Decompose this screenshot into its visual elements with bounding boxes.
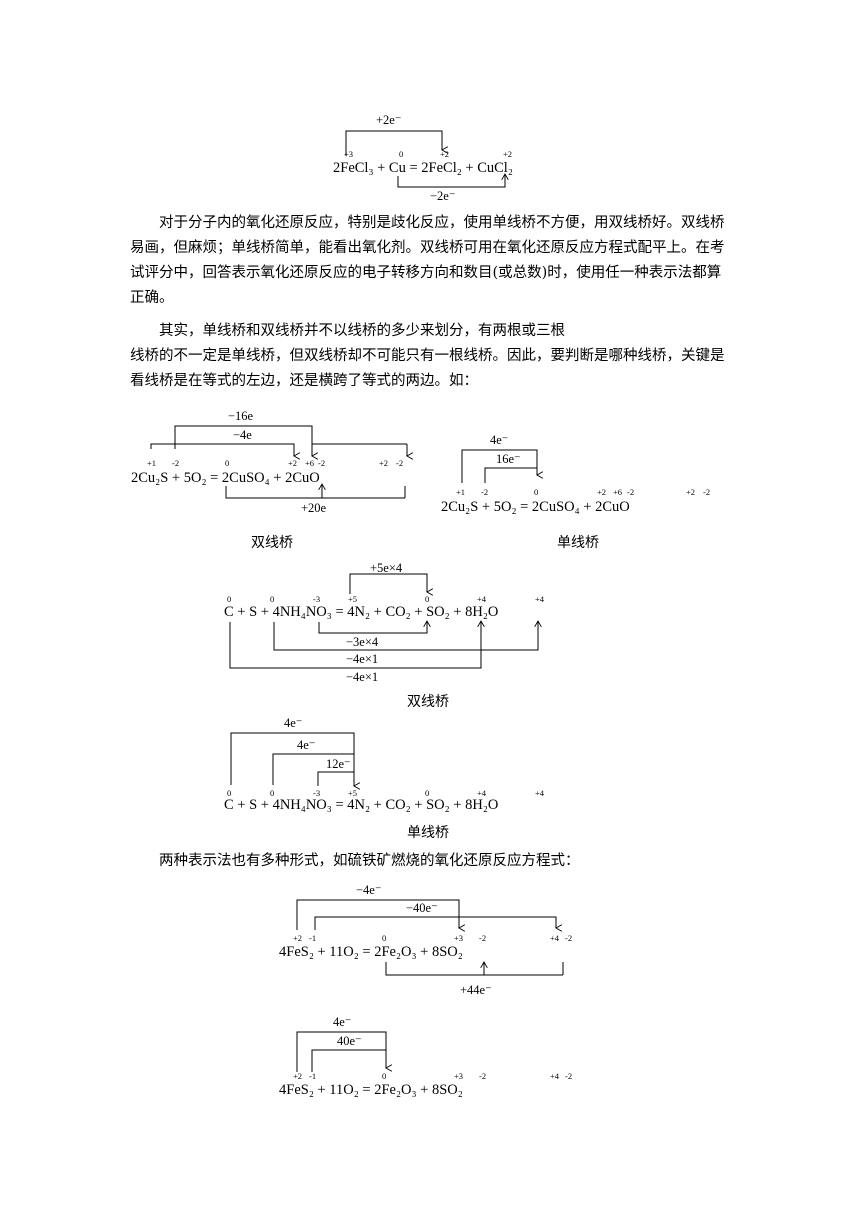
- eq2-ox: +1: [456, 487, 465, 497]
- eq3-ox: 0: [425, 594, 429, 604]
- eq2-single-label: 4e⁻: [490, 433, 508, 447]
- eq3-caption: 双线桥: [407, 694, 449, 710]
- eq3-ox: -3: [313, 594, 320, 604]
- eq2-ox: -2: [703, 487, 710, 497]
- eq6-formula: 4FeS₂ + 11O₂ = 2Fe₂O₃ + 8SO₂: [279, 1082, 463, 1098]
- eq5-ox: -2: [479, 933, 486, 943]
- eq2-ox: +2: [379, 458, 388, 468]
- eq2-ox: +6: [305, 458, 314, 468]
- eq2-double-label: −16e: [228, 409, 254, 423]
- eq4-ox: +4: [535, 788, 545, 798]
- eq2-single-label: 16e⁻: [496, 452, 521, 466]
- eq2-ox: 0: [534, 487, 538, 497]
- eq2-ox: 0: [225, 458, 229, 468]
- eq1-ox: 0: [399, 149, 403, 159]
- eq2-ox: +2: [597, 487, 606, 497]
- eq6-ox: +4: [550, 1071, 560, 1081]
- eq2-ox: +2: [686, 487, 695, 497]
- eq5-label: −4e⁻: [356, 883, 381, 897]
- eq4-formula: C + S + 4NH₄NO₃ = 4N₂ + CO₂ + SO₂ + 8H₂O: [224, 797, 498, 813]
- eq6-ox: -2: [565, 1071, 572, 1081]
- eq2-double-formula: 2Cu₂S + 5O₂ = 2CuSO₄ + 2CuO: [131, 470, 320, 486]
- eq2-ox: -2: [396, 458, 403, 468]
- eq5-formula: 4FeS₂ + 11O₂ = 2Fe₂O₃ + 8SO₂: [279, 944, 463, 960]
- eq4-ox: 0: [425, 788, 429, 798]
- eq5-label: +44e⁻: [460, 983, 492, 997]
- eq2-double-label: −4e: [233, 428, 252, 442]
- paragraph-2-line-1: 其实，单线桥和双线桥并不以线桥的多少来划分，有两根或三根: [130, 319, 732, 344]
- eq4-label: 4e⁻: [297, 738, 315, 752]
- eq2-ox: +2: [288, 458, 297, 468]
- eq2-ox: -2: [172, 458, 179, 468]
- eq3-label: +5e×4: [370, 561, 403, 575]
- eq6-ox: 0: [382, 1071, 386, 1081]
- paragraph-3: 两种表示法也有多种形式，如硫铁矿燃烧的氧化还原反应方程式：: [130, 849, 732, 874]
- eq2-single-caption: 单线桥: [557, 535, 599, 551]
- eq4-ox: +5: [348, 788, 357, 798]
- eq3-label: −4e×1: [346, 670, 378, 684]
- eq4-caption: 单线桥: [407, 825, 449, 841]
- eq4-ox: 0: [227, 788, 231, 798]
- eq3-ox: +4: [477, 594, 487, 604]
- eq2-ox: +1: [147, 458, 156, 468]
- eq2-ox: +6: [613, 487, 622, 497]
- eq5-label: −40e⁻: [406, 901, 438, 915]
- eq5-ox: 0: [382, 933, 386, 943]
- eq4-ox: -3: [313, 788, 320, 798]
- eq1-ox: +2: [503, 149, 512, 159]
- eq1-top-label: +2e⁻: [376, 113, 401, 127]
- eq1-ox: +3: [344, 149, 353, 159]
- eq1-bottom-label: −2e⁻: [430, 189, 455, 203]
- eq2-double-label: +20e: [301, 501, 327, 515]
- eq3-ox: 0: [270, 594, 274, 604]
- eq3-ox: +4: [535, 594, 545, 604]
- paragraph-2b-text: 线桥的不一定是单线桥，但双线桥却不可能只有一根线桥。因此，要判断是哪种线桥，关键…: [130, 348, 725, 389]
- eq6-ox: -1: [309, 1071, 316, 1081]
- eq3-ox: 0: [227, 594, 231, 604]
- eq5-ox: +4: [550, 933, 560, 943]
- eq3-label: −4e×1: [346, 652, 378, 666]
- paragraph-1-text: 对于分子内的氧化还原反应，特别是歧化反应，使用单线桥不方便，用双线桥好。双线桥易…: [130, 215, 725, 306]
- paragraph-2a-text: 其实，单线桥和双线桥并不以线桥的多少来划分，有两根或三根: [159, 323, 565, 339]
- eq1-ox: +2: [440, 149, 449, 159]
- paragraph-1: 对于分子内的氧化还原反应，特别是歧化反应，使用单线桥不方便，用双线桥好。双线桥易…: [130, 211, 732, 311]
- eq2-ox: -2: [318, 458, 325, 468]
- paragraph-2-rest: 线桥的不一定是单线桥，但双线桥却不可能只有一根线桥。因此，要判断是哪种线桥，关键…: [130, 344, 732, 394]
- eq1-formula: 2FeCl₃ + Cu = 2FeCl₂ + CuCl₂: [333, 160, 513, 176]
- eq4-label: 12e⁻: [326, 757, 351, 771]
- paragraph-3-text: 两种表示法也有多种形式，如硫铁矿燃烧的氧化还原反应方程式：: [159, 853, 580, 869]
- eq4-ox: +4: [477, 788, 487, 798]
- eq4-ox: 0: [270, 788, 274, 798]
- eq3-ox: +5: [348, 594, 357, 604]
- eq4-label: 4e⁻: [284, 716, 302, 730]
- eq6-label: 40e⁻: [337, 1034, 362, 1048]
- eq5-ox: +3: [454, 933, 463, 943]
- eq6-ox: -2: [479, 1071, 486, 1081]
- eq3-label: −3e×4: [346, 635, 379, 649]
- eq5-ox: -1: [309, 933, 316, 943]
- eq2-ox: -2: [481, 487, 488, 497]
- eq6-ox: +2: [293, 1071, 302, 1081]
- eq2-double-caption: 双线桥: [251, 535, 293, 551]
- eq2-ox: -2: [627, 487, 634, 497]
- eq5-ox: +2: [293, 933, 302, 943]
- eq2-single-formula: 2Cu₂S + 5O₂ = 2CuSO₄ + 2CuO: [441, 499, 630, 515]
- eq3-formula: C + S + 4NH₄NO₃ = 4N₂ + CO₂ + SO₂ + 8H₂O: [224, 604, 498, 620]
- eq6-ox: +3: [454, 1071, 463, 1081]
- eq6-label: 4e⁻: [333, 1015, 351, 1029]
- eq5-ox: -2: [565, 933, 572, 943]
